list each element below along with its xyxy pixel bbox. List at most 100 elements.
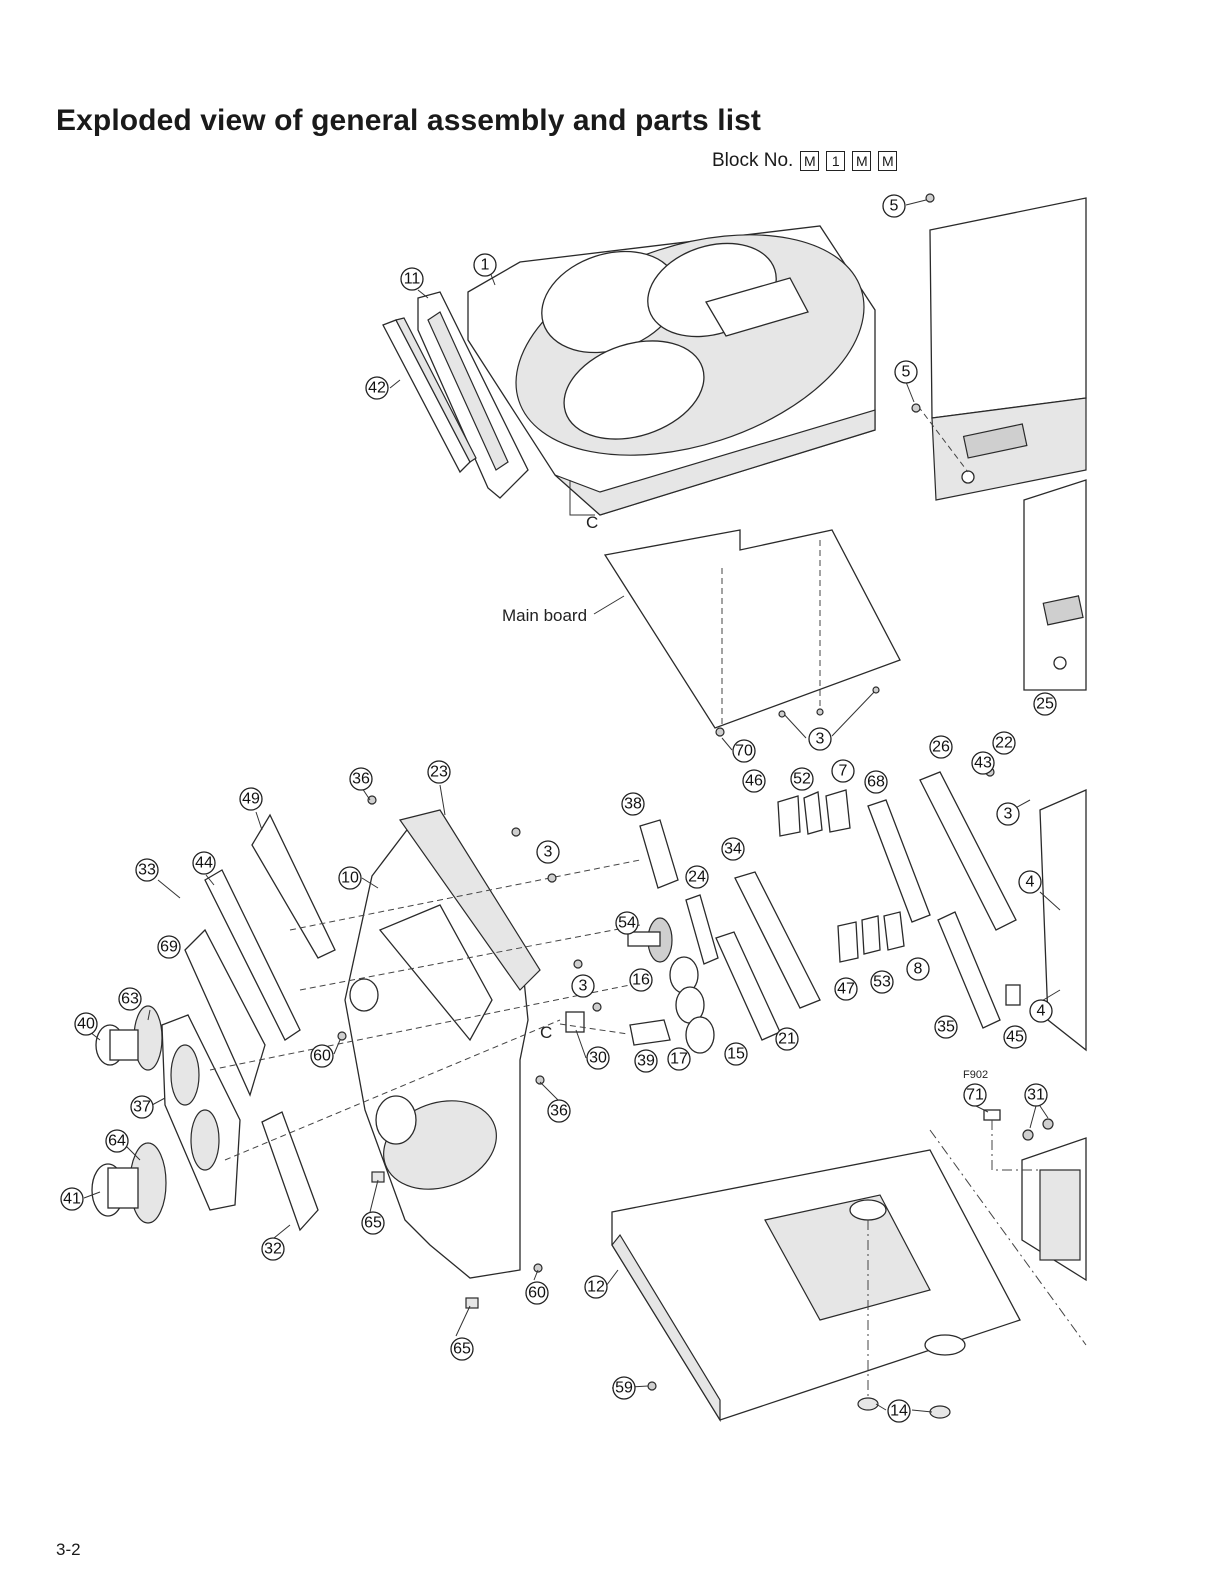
callout-number: 32 [264,1241,282,1258]
connector-45 [1006,985,1020,1005]
part-callout-45: 45 [1004,1026,1026,1048]
callout-number: 33 [138,862,156,879]
part-callout-25: 25 [1034,693,1056,715]
callout-number: 68 [867,774,885,791]
callout-number: 3 [544,844,553,861]
transformer [1022,1138,1086,1280]
callout-number: 47 [837,981,855,998]
part-callout-59: 59 [613,1377,635,1399]
part-callout-54: 54 [616,912,638,934]
part-callout-3: 3 [997,803,1019,825]
part-callout-5: 5 [895,361,917,383]
reference-c-bottom: C [540,1023,552,1042]
callout-number: 69 [160,939,178,956]
part-callout-70: 70 [733,740,755,762]
part-callout-49: 49 [240,788,262,810]
callout-number: 39 [637,1053,655,1070]
callout-number: 42 [368,380,386,397]
switch-30 [566,1012,584,1032]
callout-number: 37 [133,1099,151,1116]
part-callout-68: 68 [865,771,887,793]
part-callout-43: 43 [972,752,994,774]
callout-number: 10 [341,870,359,887]
callout-number: 4 [1026,874,1035,891]
main-board [594,530,900,738]
switch-bracket [640,820,678,888]
part-callout-3: 3 [537,841,559,863]
part-callout-4: 4 [1030,1000,1052,1022]
callout-number: 63 [121,991,139,1008]
callout-number: 59 [615,1380,633,1397]
display-window [252,815,335,958]
fuse-label: F902 [963,1069,988,1081]
switch-39 [630,1020,670,1045]
callout-number: 7 [839,763,848,780]
part-callout-3: 3 [809,728,831,750]
part-callout-30: 30 [587,1047,609,1069]
callout-number: 36 [550,1103,568,1120]
knob-small [96,1006,162,1070]
volume-knob [670,957,714,1053]
callout-number: 40 [77,1016,95,1033]
callout-number: 46 [745,773,763,790]
part-callout-65: 65 [362,1212,384,1234]
part-callout-60: 60 [311,1045,333,1067]
callout-number: 16 [632,972,650,989]
callout-number: 34 [724,841,742,858]
part-callout-71: 71 [964,1084,986,1106]
callout-number: 35 [937,1019,955,1036]
callout-number: 60 [528,1285,546,1302]
callout-number: 65 [453,1341,471,1358]
part-callout-16: 16 [630,969,652,991]
reference-c-top: C [586,513,598,532]
part-callout-39: 39 [635,1050,657,1072]
callout-number: 45 [1006,1029,1024,1046]
knob-large [92,1143,166,1223]
callout-number: 17 [670,1051,688,1068]
callout-number: 3 [1004,806,1013,823]
part-callout-34: 34 [722,838,744,860]
callout-number: 1 [481,257,490,274]
cd-changer-mechanism [468,194,892,515]
part-callout-31: 31 [1025,1084,1047,1106]
part-callout-4: 4 [1019,871,1041,893]
callout-number: 21 [778,1031,796,1048]
part-callout-36: 36 [548,1100,570,1122]
part-callout-64: 64 [106,1130,128,1152]
bottom-chassis [612,1120,1086,1420]
callout-number: 30 [589,1050,607,1067]
callout-number: 49 [242,791,260,808]
callout-number: 31 [1027,1087,1045,1104]
callout-number: 15 [727,1046,745,1063]
part-callout-32: 32 [262,1238,284,1260]
part-callout-69: 69 [158,936,180,958]
part-callout-47: 47 [835,978,857,1000]
part-callout-40: 40 [75,1013,97,1035]
part-callout-22: 22 [993,732,1015,754]
callout-number: 44 [195,855,213,872]
callout-number: 43 [974,755,992,772]
callout-number: 71 [966,1087,984,1104]
callout-number: 38 [624,796,642,813]
part-callout-33: 33 [136,859,158,881]
part-callout-14: 14 [888,1400,910,1422]
callout-number: 70 [735,743,753,760]
side-bracket [920,772,1016,930]
callout-number: 5 [902,364,911,381]
callout-number: 11 [404,271,421,288]
part-callout-24: 24 [686,866,708,888]
front-panel [345,810,540,1278]
part-callout-53: 53 [871,971,893,993]
callout-number: 53 [873,974,891,991]
callout-number: 64 [108,1133,126,1150]
part-callout-37: 37 [131,1096,153,1118]
part-callout-42: 42 [366,377,388,399]
part-callout-46: 46 [743,770,765,792]
callout-number: 22 [995,735,1013,752]
part-callout-52: 52 [791,768,813,790]
callout-number: 14 [890,1403,908,1420]
part-callout-36: 36 [350,768,372,790]
deck-board [938,912,1000,1028]
callout-number: 54 [618,915,636,932]
